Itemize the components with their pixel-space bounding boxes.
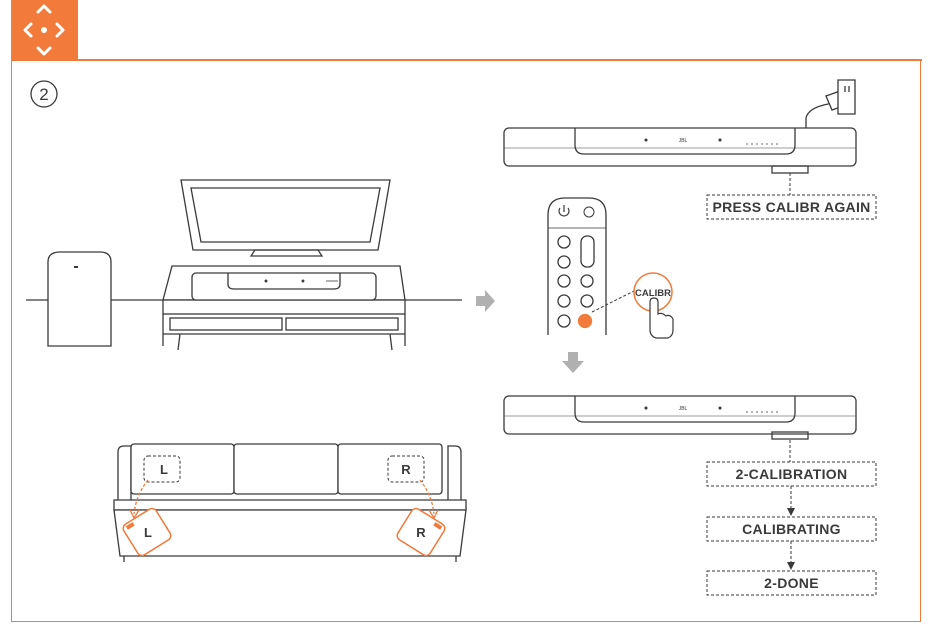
header-badge [11,0,78,60]
press-calibr-again-label: PRESS CALIBR AGAIN [712,199,870,215]
calibr-button-label: CALIBR [635,288,671,299]
svg-text:JBL: JBL [679,138,688,144]
right-arrow [476,290,495,312]
calibr-callout: CALIBR [591,272,674,339]
rear-speaker-left-placed: L [122,507,172,557]
rear-speaker-right-placed: R [396,507,446,557]
navigation-diamond-icon [23,4,65,56]
right-origin-label: R [401,462,411,477]
svg-text:JBL: JBL [679,406,688,412]
header-rule [11,59,922,61]
calibrating-label: CALIBRATING [742,521,841,537]
soundbar-bottom: JBL [503,395,857,440]
power-icon [558,205,570,217]
done-label: 2-DONE [764,575,819,591]
calibration-mode-label: 2-CALIBRATION [736,466,848,482]
remote-control [547,197,607,335]
television [180,179,391,257]
down-arrow [562,352,584,373]
wall-socket [837,79,856,115]
step-number: 2 [39,85,48,104]
subwoofer [47,251,112,347]
status-flow: 2-CALIBRATION CALIBRATING 2-DONE [706,440,877,596]
tv-setup-illustration [26,179,462,351]
left-origin-label: L [160,462,168,477]
soundbar-top: JBL [503,79,857,174]
rear-speaker-left-origin: L [143,455,181,483]
rear-speaker-right-origin: R [387,455,425,483]
right-placed-label: R [416,525,426,540]
hand-press-icon [649,297,674,339]
step-number-badge: 2 [30,80,58,108]
soundbar-small [191,272,377,301]
content-frame [11,61,921,622]
press-again-callout: PRESS CALIBR AGAIN [706,173,877,220]
left-placed-label: L [144,525,152,540]
